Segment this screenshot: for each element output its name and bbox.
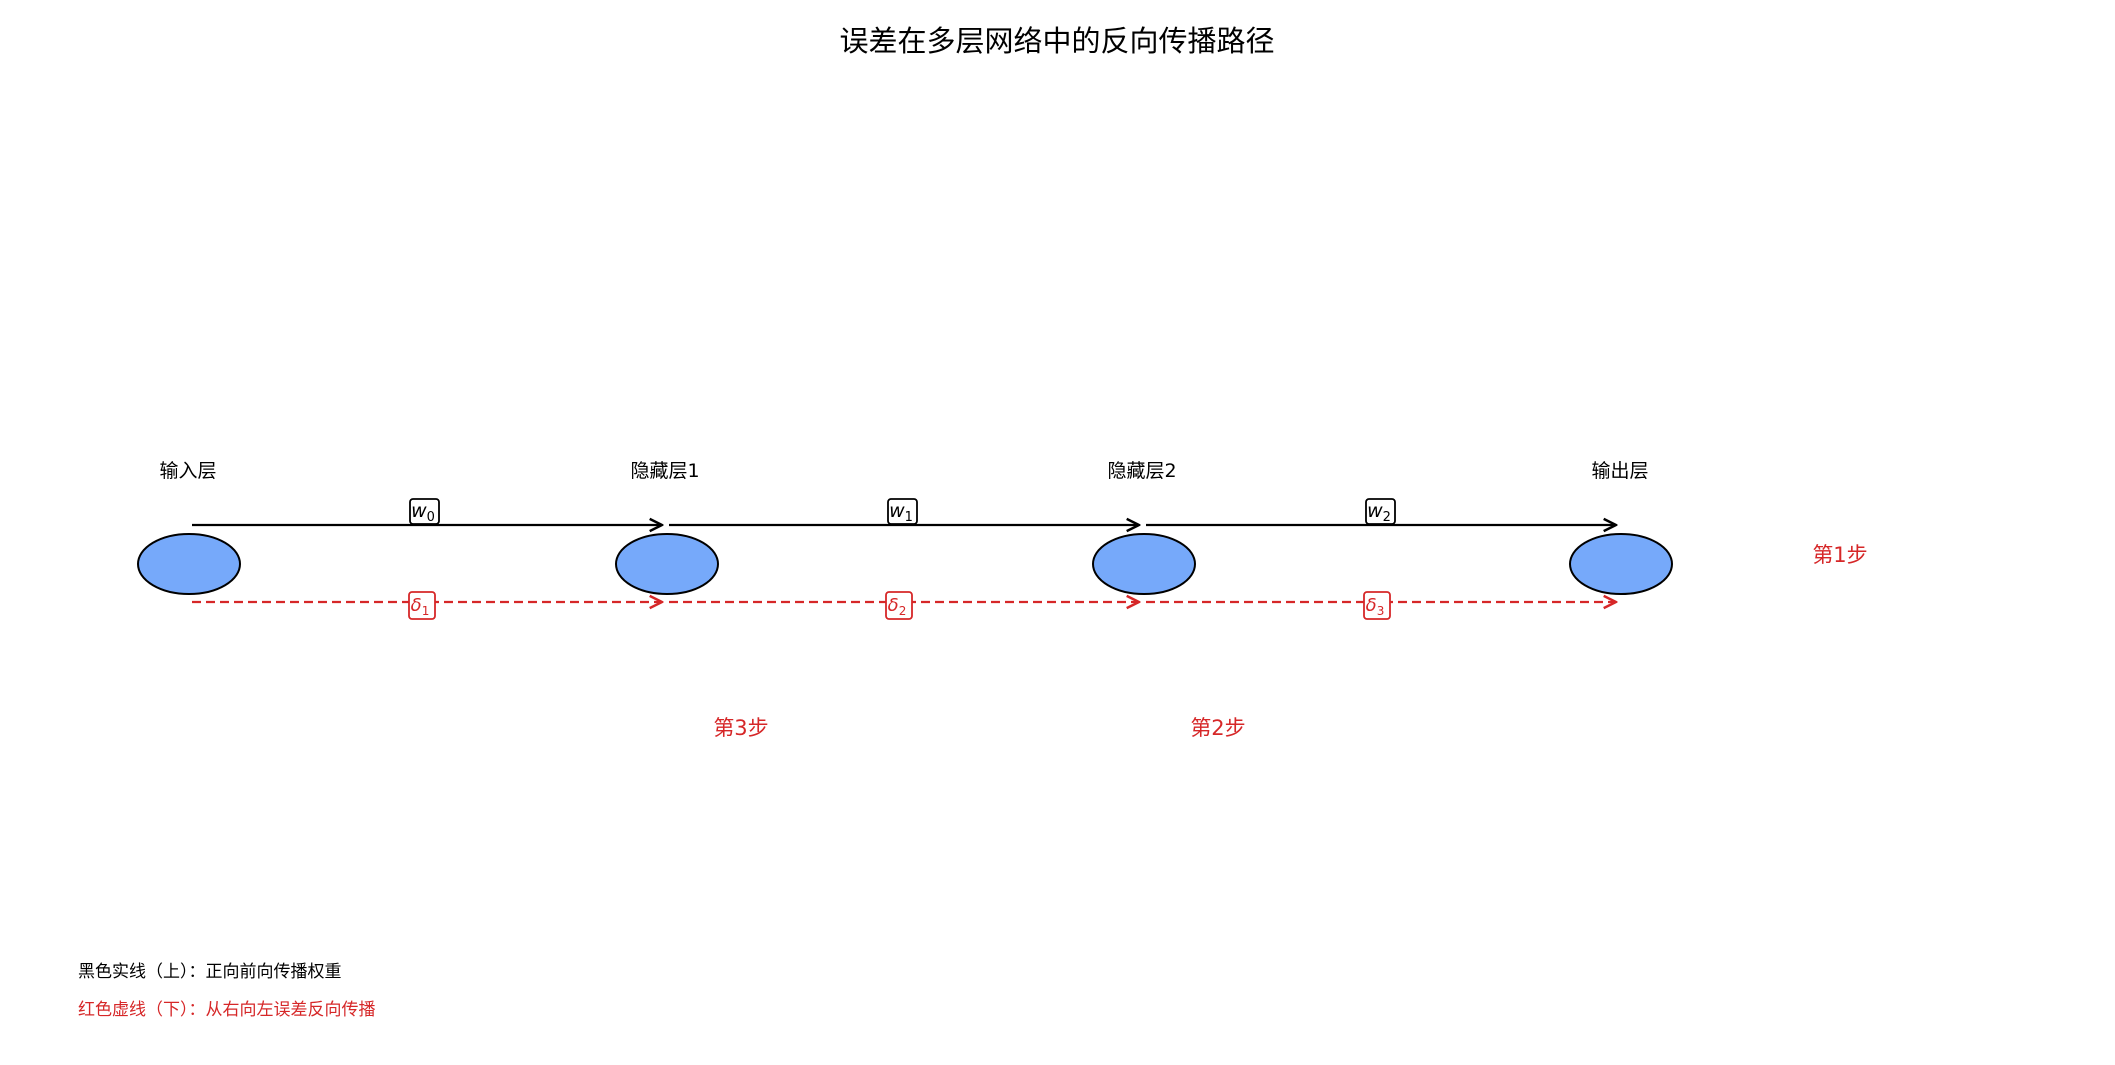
weight-label-w2: w2 [1365,498,1396,525]
svg-text:w0: w0 [411,500,435,525]
svg-text:w1: w1 [889,500,913,525]
weight-label-w1: w1 [887,498,918,525]
layer-label-hidden1: 隐藏层1 [630,460,699,482]
layer-label-input: 输入层 [159,460,216,482]
svg-text:δ3: δ3 [1366,595,1385,618]
step-label-3: 第3步 [713,716,768,740]
node-output [1569,533,1673,595]
svg-text:δ2: δ2 [888,595,907,618]
legend-backward: 红色虚线（下）：从右向左误差反向传播 [78,1000,376,1020]
weight-label-w0: w0 [409,498,440,525]
legend-forward: 黑色实线（上）：正向前向传播权重 [78,962,342,982]
delta-label-2: δ2 [885,591,913,620]
node-hidden1 [615,533,719,595]
svg-text:δ1: δ1 [411,595,430,618]
layer-label-output: 输出层 [1591,460,1648,482]
delta-label-3: δ3 [1363,591,1391,620]
step-label-1: 第1步 [1812,543,1867,567]
node-input [137,533,241,595]
step-label-2: 第2步 [1190,716,1245,740]
svg-text:w2: w2 [1367,500,1391,525]
node-hidden2 [1092,533,1196,595]
diagram-title: 误差在多层网络中的反向传播路径 [839,24,1274,58]
layer-label-hidden2: 隐藏层2 [1107,460,1176,482]
delta-label-1: δ1 [408,591,436,620]
